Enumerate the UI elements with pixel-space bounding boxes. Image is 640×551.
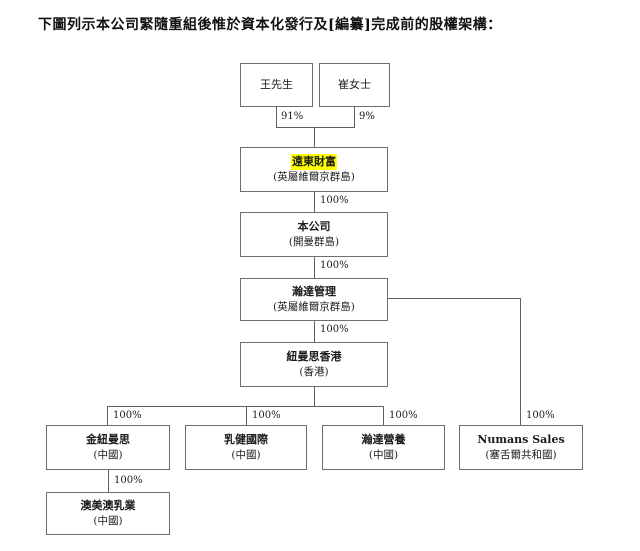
- pct-to-rujian-intl: 100%: [252, 410, 281, 421]
- pct-to-numans-sales: 100%: [526, 410, 555, 421]
- pct-handa-management-to-numans-hk: 100%: [320, 324, 349, 335]
- node-jurisdiction: (香港): [299, 366, 329, 379]
- pct-far-east-to-company: 100%: [320, 195, 349, 206]
- node-name: 崔女士: [338, 78, 371, 92]
- node-name: 紐曼思香港: [286, 350, 342, 364]
- node-name: 乳健國際: [224, 433, 268, 447]
- pct-cui: 9%: [359, 111, 375, 122]
- connector-handa-management-to-numans-hk: [314, 321, 315, 342]
- pct-company-to-handa-management: 100%: [320, 260, 349, 271]
- connector-to-handa-nutrition: [383, 406, 384, 425]
- connector-to-far-east: [314, 127, 315, 147]
- node-jurisdiction: (英屬維爾京群島): [273, 171, 355, 184]
- node-name: 金紐曼思: [86, 433, 130, 447]
- node-far-east-wealth: 遠東財富 (英屬維爾京群島): [240, 147, 388, 192]
- node-name: 澳美澳乳業: [80, 499, 136, 513]
- node-numans-hong-kong: 紐曼思香港 (香港): [240, 342, 388, 387]
- node-jurisdiction: (塞舌爾共和國): [485, 449, 557, 462]
- pct-to-aomeiao: 100%: [114, 475, 143, 486]
- node-ms-cui: 崔女士: [319, 63, 390, 107]
- node-name: 王先生: [260, 78, 293, 92]
- node-jurisdiction: (英屬維爾京群島): [273, 301, 355, 314]
- node-name: 瀚達營養: [361, 433, 406, 447]
- connector-bottom-horizontal: [107, 406, 384, 407]
- connector-top-horizontal: [276, 127, 355, 128]
- node-jurisdiction: (中國): [231, 449, 261, 462]
- connector-to-numans-sales: [520, 298, 521, 425]
- connector-far-east-to-company: [314, 192, 315, 212]
- connector-to-jin-numans: [107, 406, 108, 425]
- pct-to-handa-nutrition: 100%: [389, 410, 418, 421]
- node-name: 本公司: [297, 220, 331, 234]
- pct-wang: 91%: [281, 111, 304, 122]
- connector-cui-down: [354, 107, 355, 127]
- node-handa-nutrition: 瀚達營養 (中國): [322, 425, 445, 470]
- pct-to-jin-numans: 100%: [113, 410, 142, 421]
- connector-wang-down: [276, 107, 277, 127]
- connector-handa-management-right: [388, 298, 520, 299]
- connector-jin-numans-to-aomeiao: [108, 470, 109, 492]
- connector-numans-hk-down: [314, 387, 315, 406]
- node-rujian-international: 乳健國際 (中國): [185, 425, 307, 470]
- node-jurisdiction: (中國): [368, 449, 399, 462]
- node-the-company: 本公司 (開曼群島): [240, 212, 388, 257]
- node-name: Numans Sales: [477, 433, 565, 447]
- page-title: 下圖列示本公司緊隨重組後惟於資本化發行及[編纂]完成前的股權架構：: [38, 17, 502, 33]
- node-jurisdiction: (中國): [93, 449, 123, 462]
- node-aomeiao-dairy: 澳美澳乳業 (中國): [46, 492, 170, 535]
- node-jin-numans: 金紐曼思 (中國): [46, 425, 170, 470]
- connector-to-rujian-intl: [246, 406, 247, 425]
- node-mr-wang: 王先生: [240, 63, 313, 107]
- node-numans-sales: Numans Sales (塞舌爾共和國): [459, 425, 583, 470]
- node-jurisdiction: (開曼群島): [288, 236, 340, 249]
- node-jurisdiction: (中國): [93, 515, 123, 528]
- node-handa-management: 瀚達管理 (英屬維爾京群島): [240, 278, 388, 321]
- node-name-highlighted: 遠東財富: [291, 154, 337, 171]
- node-name: 瀚達管理: [292, 285, 336, 299]
- connector-company-to-handa-management: [314, 257, 315, 278]
